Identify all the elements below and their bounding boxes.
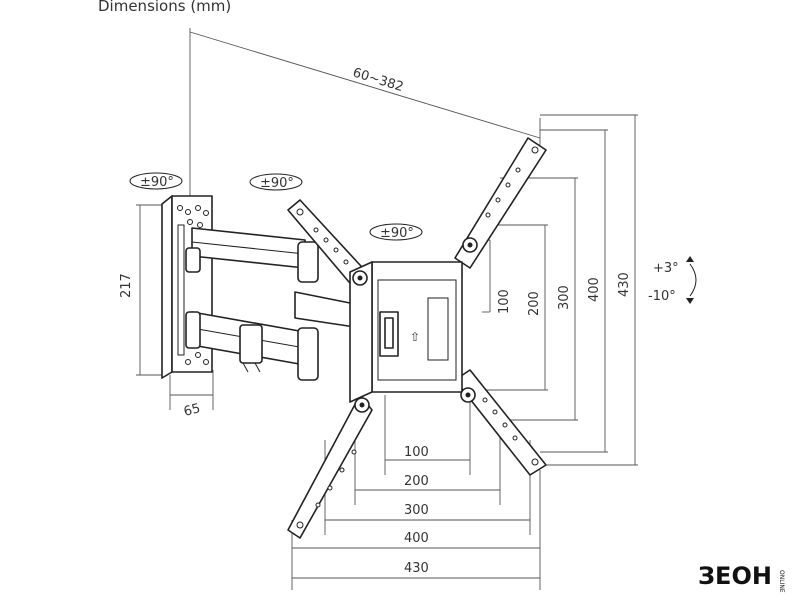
vesa-bracket: ⇧ [287, 137, 547, 539]
tilt-arc-icon [689, 263, 697, 297]
dim-horizontal-430: 430 [404, 561, 429, 576]
dim-horizontal-300: 300 [404, 503, 429, 518]
dim-vertical-300: 300 [557, 285, 572, 310]
dim-vertical-430: 430 [617, 272, 632, 297]
dim-arm-extension: 60~382 [351, 65, 405, 95]
tilt-up-label: +3° [653, 261, 679, 276]
dim-vertical-400: 400 [587, 277, 602, 302]
brand-logo: ЗЕОН ONLINE [698, 562, 785, 593]
dim-vertical-100: 100 [497, 289, 512, 314]
plate-rotation-label: ±90° [380, 226, 414, 241]
dim-vertical-200: 200 [527, 291, 542, 316]
tilt-down-label: -10° [648, 289, 676, 304]
rotation-labels: ±90° ±90° ±90° [129, 172, 423, 241]
dim-wall-plate-depth: 65 [182, 401, 202, 420]
arrow-up-icon: ⇧ [410, 330, 420, 344]
dim-horizontal-200: 200 [404, 474, 429, 489]
tilt-labels: +3° -10° [648, 256, 697, 304]
dim-horizontal-100: 100 [404, 445, 429, 460]
wall-swivel-label: ±90° [140, 175, 174, 190]
brand-logo-text: ЗЕОН [698, 562, 772, 590]
arm-swivel-label: ±90° [260, 176, 294, 191]
brand-logo-tag: ONLINE [778, 570, 785, 593]
dim-horizontal-400: 400 [404, 531, 429, 546]
dimension-lines [136, 28, 638, 590]
diagram-title: Dimensions (mm) [98, 0, 231, 15]
wall-plate [161, 195, 213, 379]
dim-wall-plate-height: 217 [119, 273, 134, 298]
